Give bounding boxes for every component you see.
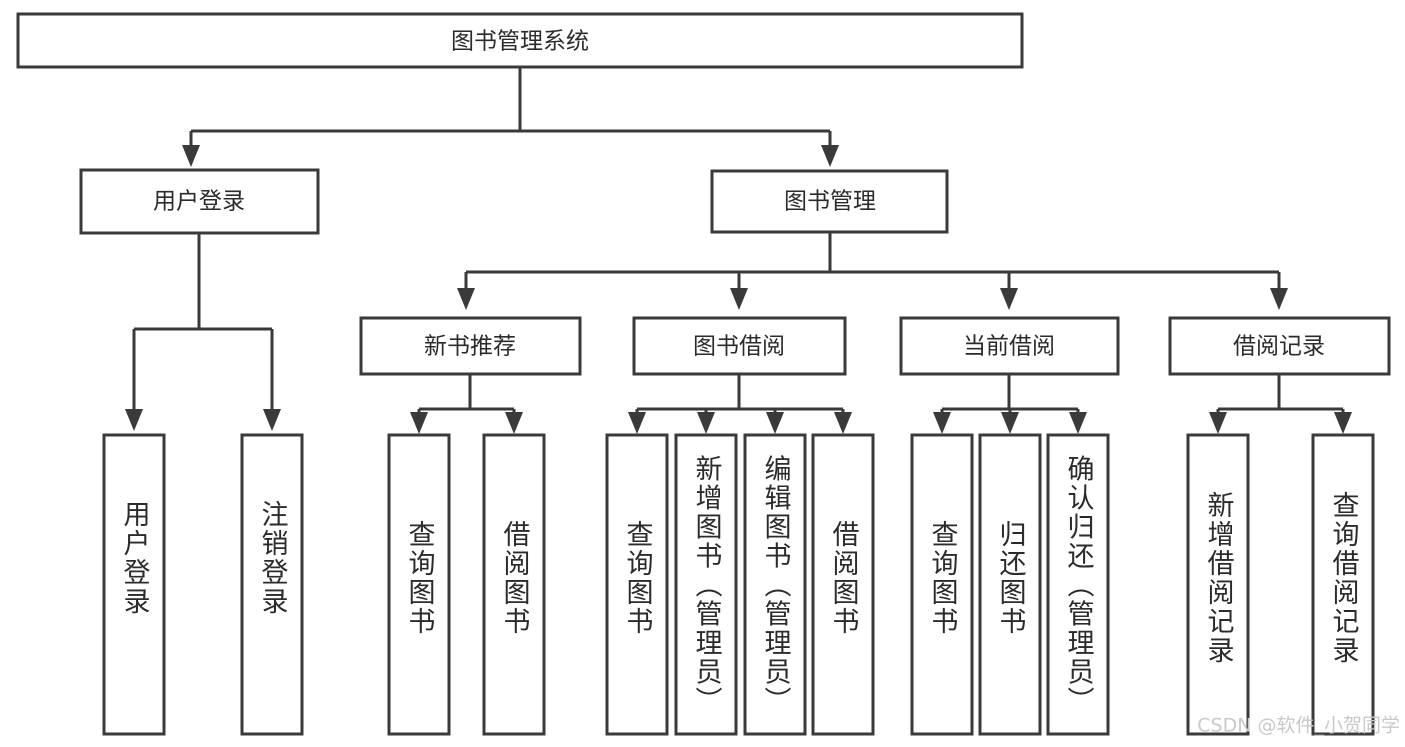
node-book-management[interactable]: 图书管理 bbox=[710, 169, 949, 234]
leaf-borrow-record-1[interactable]: 新增借阅记录 bbox=[1186, 433, 1250, 736]
arrow-to-new-book-recommend bbox=[457, 288, 475, 310]
node-user-login-label: 用户登录 bbox=[153, 189, 245, 215]
arrow-userlogin-leaf1 bbox=[125, 409, 143, 431]
arrow-bookborrow-leaf4 bbox=[834, 412, 852, 434]
arrow-currentborrow-leaf3 bbox=[1069, 412, 1087, 434]
leaf-current-borrow-2[interactable]: 归还图书 bbox=[978, 433, 1042, 736]
arrow-currentborrow-leaf2 bbox=[1001, 412, 1019, 434]
leaf-new-book-recommend-2[interactable]: 借阅图书 bbox=[482, 433, 546, 736]
node-book-management-label: 图书管理 bbox=[784, 189, 876, 215]
arrow-newbook-leaf2 bbox=[505, 412, 523, 434]
leaf-book-borrow-2[interactable]: 新增图书（管理员） bbox=[674, 433, 738, 736]
node-root-book-management-system[interactable]: 图书管理系统 bbox=[16, 12, 1024, 69]
node-borrow-record-label: 借阅记录 bbox=[1233, 334, 1325, 360]
leaf-user-login-2[interactable]: 注销登录 bbox=[240, 433, 304, 736]
node-borrow-record[interactable]: 借阅记录 bbox=[1168, 316, 1391, 376]
arrow-to-borrow-record bbox=[1270, 288, 1288, 310]
node-current-borrow[interactable]: 当前借阅 bbox=[899, 316, 1120, 376]
arrow-userlogin-leaf2 bbox=[263, 409, 281, 431]
leaf-book-borrow-1-label: 查询图书 bbox=[622, 520, 654, 636]
leaf-current-borrow-1[interactable]: 查询图书 bbox=[910, 433, 974, 736]
arrow-to-current-borrow bbox=[1000, 288, 1018, 310]
arrow-root-to-user-login bbox=[182, 145, 200, 167]
leaf-book-borrow-2-label: 新增图书（管理员） bbox=[691, 454, 723, 715]
leaf-book-borrow-3[interactable]: 编辑图书（管理员） bbox=[743, 433, 807, 736]
leaf-user-login-1[interactable]: 用户登录 bbox=[102, 433, 166, 736]
leaf-book-borrow-3-label: 编辑图书（管理员） bbox=[760, 454, 792, 715]
arrow-bookborrow-leaf1 bbox=[628, 412, 646, 434]
arrow-newbook-leaf1 bbox=[410, 412, 428, 434]
leaf-user-login-2-label: 注销登录 bbox=[257, 500, 289, 616]
node-root-label: 图书管理系统 bbox=[451, 29, 589, 55]
leaf-new-book-recommend-2-label: 借阅图书 bbox=[499, 520, 531, 636]
arrow-currentborrow-leaf1 bbox=[933, 412, 951, 434]
node-user-login[interactable]: 用户登录 bbox=[79, 168, 320, 235]
leaf-book-borrow-4-label: 借阅图书 bbox=[828, 520, 860, 636]
node-current-borrow-label: 当前借阅 bbox=[963, 334, 1055, 360]
leaf-book-borrow-1[interactable]: 查询图书 bbox=[605, 433, 669, 736]
arrow-borrowrecord-leaf2 bbox=[1334, 412, 1352, 434]
leaf-new-book-recommend-1-label: 查询图书 bbox=[404, 520, 436, 636]
leaf-borrow-record-2-label: 查询借阅记录 bbox=[1328, 491, 1360, 665]
node-new-book-recommend-label: 新书推荐 bbox=[424, 334, 516, 360]
leaf-borrow-record-2[interactable]: 查询借阅记录 bbox=[1311, 433, 1375, 736]
node-book-borrow[interactable]: 图书借阅 bbox=[632, 316, 847, 376]
arrow-root-to-book-manage bbox=[821, 145, 839, 167]
leaf-current-borrow-1-label: 查询图书 bbox=[927, 520, 959, 636]
node-book-borrow-label: 图书借阅 bbox=[693, 334, 785, 360]
csdn-watermark: CSDN @软件_小贺同学 bbox=[1197, 715, 1400, 737]
arrow-bookborrow-leaf3 bbox=[766, 412, 784, 434]
leaf-borrow-record-1-label: 新增借阅记录 bbox=[1203, 491, 1235, 665]
leaf-current-borrow-3-label: 确认归还（管理员） bbox=[1063, 454, 1095, 715]
leaf-current-borrow-3[interactable]: 确认归还（管理员） bbox=[1046, 433, 1110, 736]
leaf-current-borrow-2-label: 归还图书 bbox=[995, 520, 1027, 636]
leaf-book-borrow-4[interactable]: 借阅图书 bbox=[811, 433, 875, 736]
arrow-borrowrecord-leaf1 bbox=[1209, 412, 1227, 434]
leaf-user-login-1-label: 用户登录 bbox=[119, 500, 151, 616]
node-new-book-recommend[interactable]: 新书推荐 bbox=[359, 316, 582, 376]
leaf-new-book-recommend-1[interactable]: 查询图书 bbox=[387, 433, 451, 736]
arrow-to-book-borrow bbox=[730, 288, 748, 310]
arrow-bookborrow-leaf2 bbox=[697, 412, 715, 434]
